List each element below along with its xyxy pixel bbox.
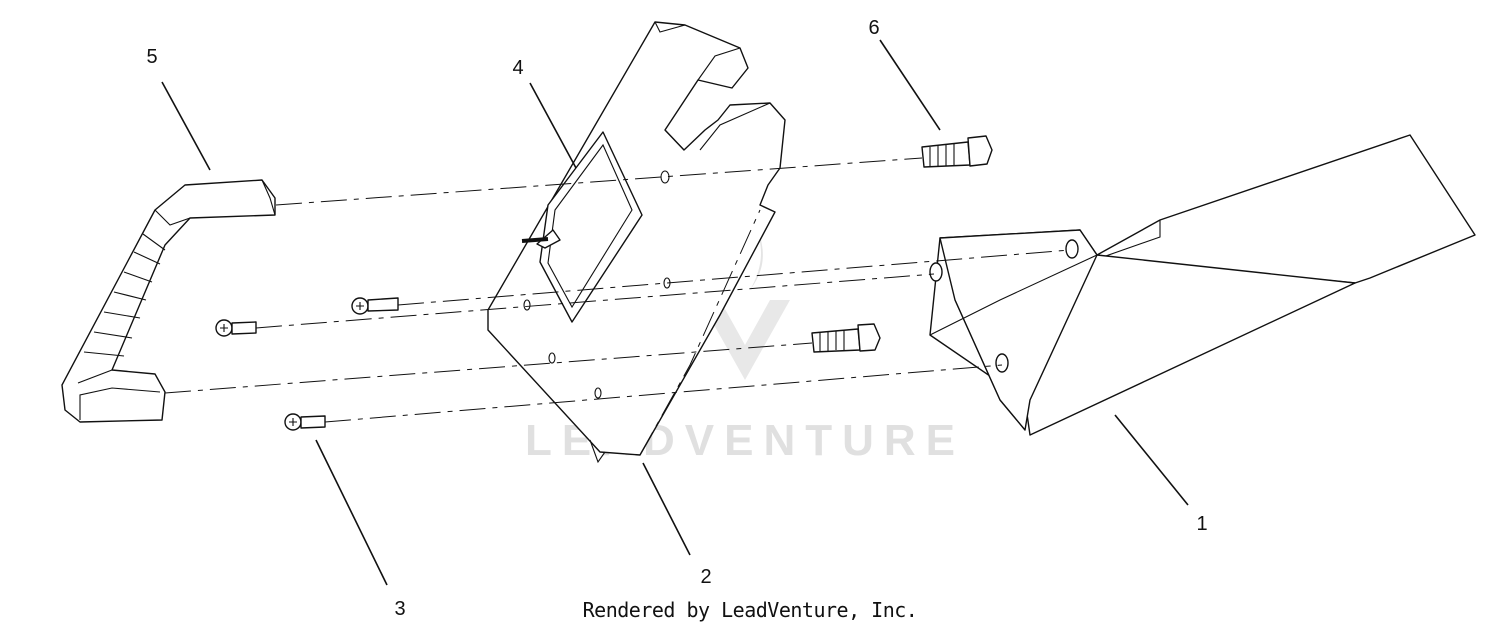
part-3-screw-c [284,413,326,431]
part-6-bolt-upper [921,135,993,168]
assembly-centerlines [164,157,1071,423]
callout-3: 3 [394,598,405,620]
callout-1: 1 [1196,513,1207,535]
callout-6: 6 [868,17,879,39]
part-3-screw-b [215,319,257,337]
part-3-screw-a [351,297,399,315]
leader-lines [161,39,1189,586]
callout-4: 4 [512,57,523,79]
part-5-handle [61,179,276,423]
part-6-bolt-lower [811,323,881,353]
render-credit: Rendered by LeadVenture, Inc. [582,598,918,622]
part-1-deflector [929,134,1476,436]
part-4-decal [521,131,643,323]
callout-labels: 1 2 3 4 5 6 [146,17,1207,620]
callout-2: 2 [700,566,711,588]
callout-5: 5 [146,46,157,68]
part-2-bracket [487,21,786,464]
